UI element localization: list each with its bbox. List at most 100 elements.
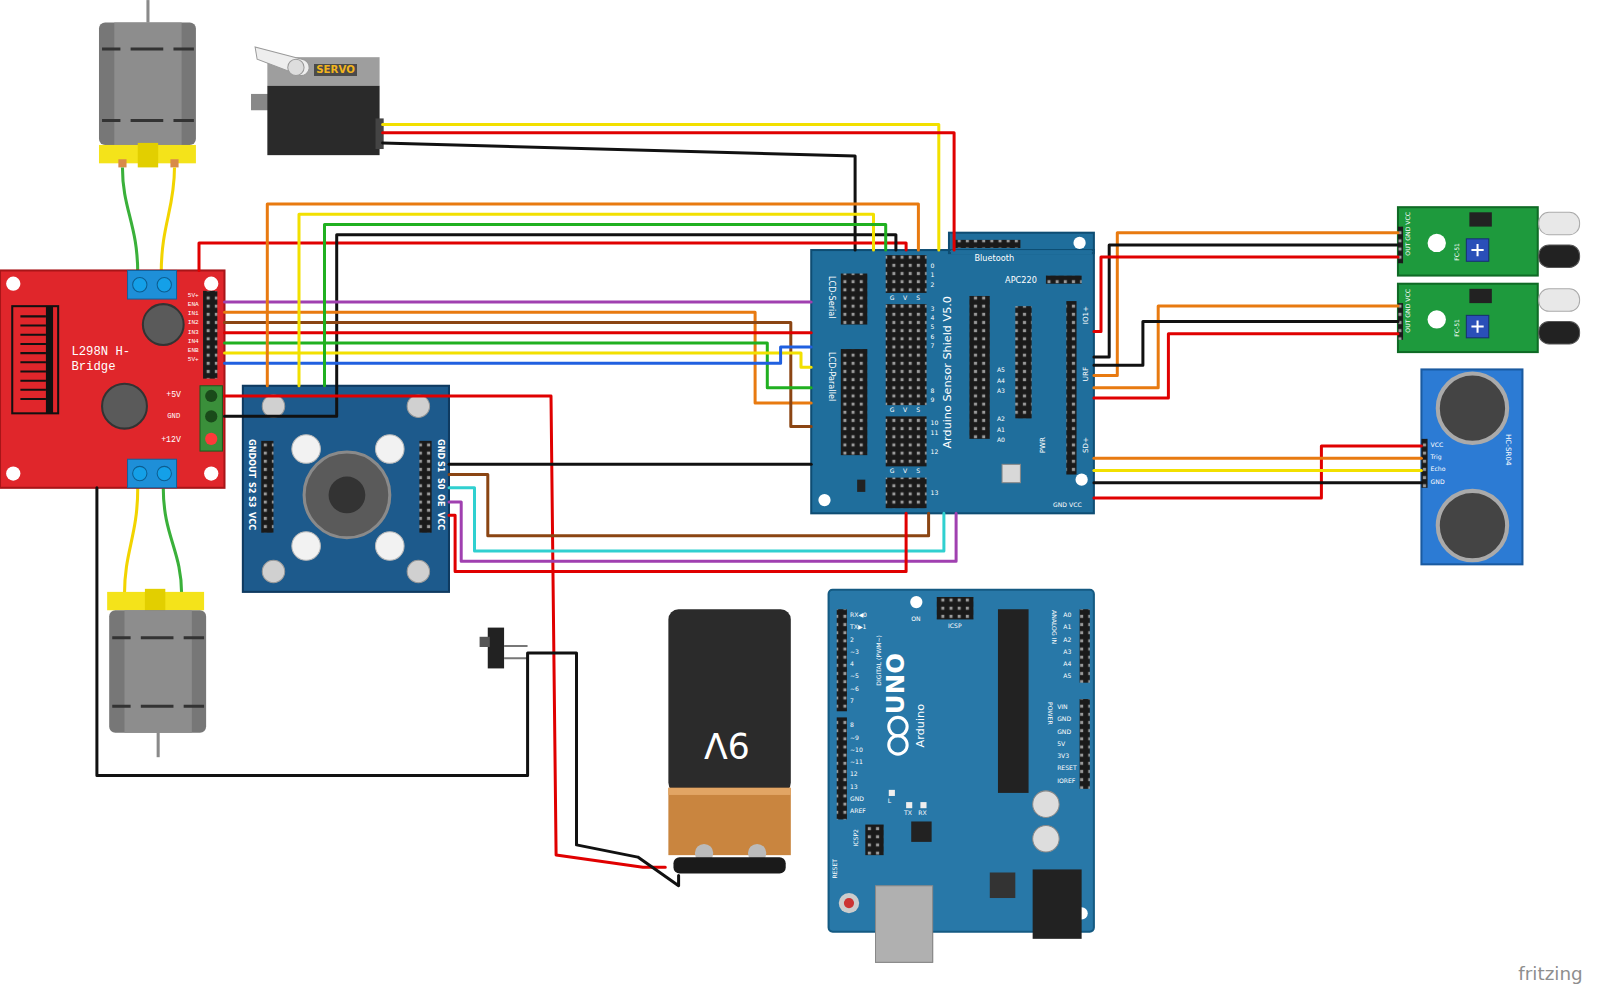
component-label: TX▶1 bbox=[850, 624, 867, 630]
hole bbox=[1428, 310, 1446, 328]
component-label: A0 bbox=[1063, 612, 1071, 618]
board bbox=[1398, 207, 1538, 275]
board bbox=[1421, 369, 1522, 564]
motor-terminal bbox=[118, 159, 126, 167]
heatsink-fins bbox=[20, 316, 46, 399]
capacitor bbox=[102, 384, 147, 429]
battery-top bbox=[668, 609, 790, 793]
wire bbox=[1094, 233, 1398, 376]
side-header bbox=[1066, 301, 1076, 474]
component-label: S3 bbox=[248, 496, 256, 508]
component-label: 13 bbox=[850, 784, 858, 790]
component-label: 2 bbox=[931, 282, 935, 288]
wire bbox=[1094, 306, 1398, 388]
white-led bbox=[376, 435, 405, 464]
battery-9v bbox=[668, 609, 790, 873]
motor-wire bbox=[122, 167, 137, 273]
component-label: V bbox=[903, 407, 907, 413]
usb-port bbox=[876, 886, 933, 963]
reset-cap bbox=[844, 898, 854, 908]
wire bbox=[225, 343, 812, 388]
reset-button bbox=[1002, 464, 1020, 482]
wire bbox=[225, 322, 812, 426]
motor-marks bbox=[102, 49, 194, 120]
wire bbox=[1094, 457, 1422, 460]
sensor-lens bbox=[304, 452, 390, 538]
white-led bbox=[292, 435, 321, 464]
board bbox=[1398, 284, 1538, 352]
component-label: A2 bbox=[1063, 637, 1071, 643]
component-label: 10 bbox=[931, 420, 939, 426]
l298n-driver: L298N H-Bridge+5VGND+12V5V+ENAIN1IN2IN3I… bbox=[0, 270, 224, 487]
ir-receiver bbox=[1539, 321, 1580, 343]
component-label: GND bbox=[437, 439, 445, 459]
component-label: 3 bbox=[931, 306, 935, 312]
wire bbox=[383, 133, 955, 250]
lcd-serial-header bbox=[841, 274, 868, 325]
component-label: A0 bbox=[997, 437, 1005, 443]
component-label: L bbox=[888, 798, 891, 804]
motor-wire bbox=[161, 167, 174, 273]
ir-sensor-top bbox=[1398, 207, 1580, 275]
wire bbox=[199, 243, 906, 271]
component-label: A3 bbox=[1063, 649, 1071, 655]
icsp2-header bbox=[865, 825, 883, 856]
component-label: GND bbox=[1431, 479, 1445, 485]
motor-wire bbox=[163, 488, 181, 594]
component-label: RX bbox=[918, 810, 926, 816]
component-label: GND VCC bbox=[1053, 502, 1082, 508]
board-tab-join bbox=[951, 250, 1092, 254]
wire bbox=[449, 463, 811, 466]
capacitor bbox=[1033, 791, 1060, 818]
terminal-screw bbox=[205, 390, 217, 402]
component-label: IOREF bbox=[1057, 778, 1075, 784]
icsp-header bbox=[937, 597, 974, 619]
chip bbox=[1469, 289, 1491, 303]
battery-clip bbox=[673, 857, 785, 873]
motor-tab bbox=[138, 143, 158, 167]
motor-marks bbox=[112, 638, 204, 706]
wire bbox=[1094, 446, 1422, 498]
component-label: ~10 bbox=[850, 747, 863, 753]
led bbox=[906, 802, 912, 808]
wire bbox=[225, 347, 812, 363]
component-label: OUT GND VCC bbox=[1405, 212, 1411, 256]
wire bbox=[97, 488, 679, 886]
color-sensor: GNDOUTS2S3VCCGNDS1S0OEVCC bbox=[243, 386, 449, 592]
component-label: V bbox=[903, 295, 907, 301]
component-label: VCC bbox=[1431, 442, 1444, 448]
digital-header bbox=[886, 304, 927, 405]
component-label: Arduino bbox=[915, 704, 926, 747]
component-label: SERVO bbox=[314, 64, 357, 76]
led bbox=[889, 790, 895, 796]
component-label: A1 bbox=[1063, 624, 1071, 630]
sensor-shield: Arduino Sensor Shield V5.0BluetoothAPC22… bbox=[811, 250, 1094, 513]
pot-screw bbox=[1471, 244, 1483, 256]
component-label: 6 bbox=[931, 334, 935, 340]
watermark: fritzing bbox=[1518, 965, 1582, 983]
component-label: 5 bbox=[931, 324, 935, 330]
power-terminal bbox=[200, 386, 222, 451]
component-label: 2 bbox=[850, 637, 854, 643]
component-label: +5V bbox=[166, 391, 181, 399]
component-label: GND bbox=[167, 413, 180, 420]
wire bbox=[1094, 321, 1398, 365]
hole bbox=[1073, 237, 1085, 249]
component-label: A2 bbox=[997, 416, 1005, 422]
servo-motor: SERVO bbox=[250, 46, 383, 158]
switch-leads bbox=[504, 646, 527, 658]
digital-header bbox=[886, 255, 927, 293]
component-label: 0 bbox=[931, 263, 935, 269]
power-header bbox=[1080, 699, 1090, 789]
component-label: 9V bbox=[704, 727, 750, 762]
analog-header bbox=[969, 296, 989, 439]
ir-sensor: OUT GND VCCFC-51 bbox=[1398, 284, 1597, 352]
sensor-chip bbox=[329, 477, 366, 514]
component-label: S bbox=[916, 407, 920, 413]
reset-button bbox=[839, 893, 859, 913]
white-led bbox=[292, 532, 321, 561]
pin-header bbox=[203, 291, 217, 379]
smd-part bbox=[857, 480, 865, 492]
